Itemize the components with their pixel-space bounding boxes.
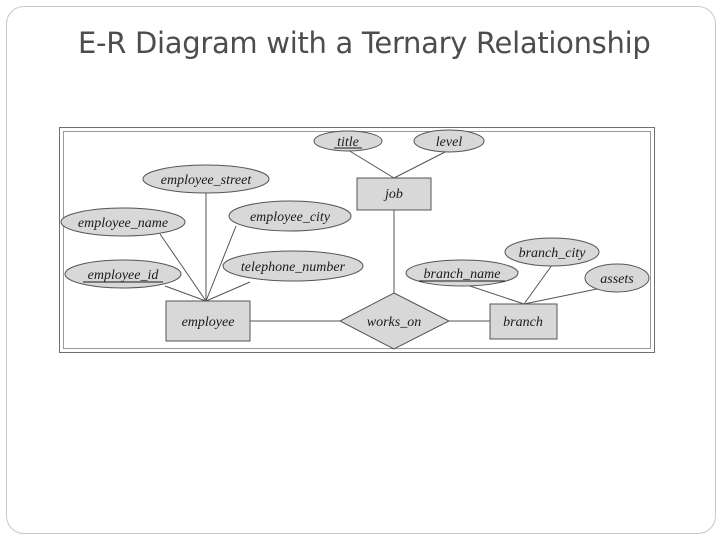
attribute-branch-city-label: branch_city — [519, 246, 587, 261]
attribute-employee-id-ellipse — [64, 259, 182, 289]
edge-assets — [523, 288, 598, 305]
edge-title-job — [347, 149, 395, 179]
attribute-branch-name-ellipse — [405, 259, 519, 287]
entity-employee-box — [165, 300, 251, 342]
slide-title: E-R Diagram with a Ternary Relationship — [78, 26, 651, 60]
attribute-employee-street-ellipse — [142, 164, 270, 194]
attribute-branch-name: branch_name — [405, 259, 519, 287]
attribute-employee-id: employee_id — [64, 259, 182, 289]
attribute-telephone-number-label: telephone_number — [241, 260, 346, 275]
attribute-telephone-number: telephone_number — [222, 250, 364, 282]
entity-branch: branch — [489, 303, 558, 340]
attribute-employee-name-ellipse — [60, 207, 186, 237]
edge-employee-name — [159, 233, 207, 302]
attribute-assets: assets — [584, 263, 650, 293]
attribute-employee-name: employee_name — [60, 207, 186, 237]
attribute-level-ellipse — [413, 129, 485, 153]
edge-employee-id — [164, 285, 207, 302]
attribute-level-label: level — [436, 135, 463, 150]
edge-branch-city — [523, 264, 553, 305]
edge-employee-city — [205, 225, 237, 302]
attribute-branch-city: branch_city — [504, 237, 600, 267]
attribute-telephone-number-ellipse — [222, 250, 364, 282]
attribute-employee-street-label: employee_street — [161, 173, 253, 188]
attribute-branch-city-ellipse — [504, 237, 600, 267]
entity-branch-label: branch — [503, 315, 543, 330]
edge-level-job — [393, 149, 450, 179]
attribute-title: title — [313, 130, 383, 152]
connector-lines — [159, 149, 598, 322]
attribute-employee-id-label: employee_id — [88, 268, 160, 283]
attribute-employee-street: employee_street — [142, 164, 270, 194]
attribute-branch-name-label: branch_name — [424, 267, 501, 282]
entity-job-box — [356, 177, 432, 211]
edge-telephone-number — [205, 281, 251, 302]
attribute-title-label: title — [337, 135, 359, 150]
attribute-title-ellipse — [313, 130, 383, 152]
relationship-works-on-label: works_on — [367, 315, 421, 330]
attribute-level: level — [413, 129, 485, 153]
attribute-assets-label: assets — [600, 272, 634, 287]
relationship-works-on: works_on — [338, 292, 451, 350]
attribute-employee-city-label: employee_city — [250, 210, 331, 225]
attribute-employee-name-label: employee_name — [78, 216, 168, 231]
edge-branch-name — [463, 283, 525, 305]
entity-job: job — [356, 177, 432, 211]
attribute-employee-city-ellipse — [228, 200, 352, 232]
entity-job-label: job — [383, 187, 403, 202]
entity-employee: employee — [165, 300, 251, 342]
attribute-assets-ellipse — [584, 263, 650, 293]
entity-branch-box — [489, 303, 558, 340]
attribute-employee-city: employee_city — [228, 200, 352, 232]
relationship-works-on-diamond — [338, 292, 451, 350]
entity-employee-label: employee — [182, 315, 235, 330]
